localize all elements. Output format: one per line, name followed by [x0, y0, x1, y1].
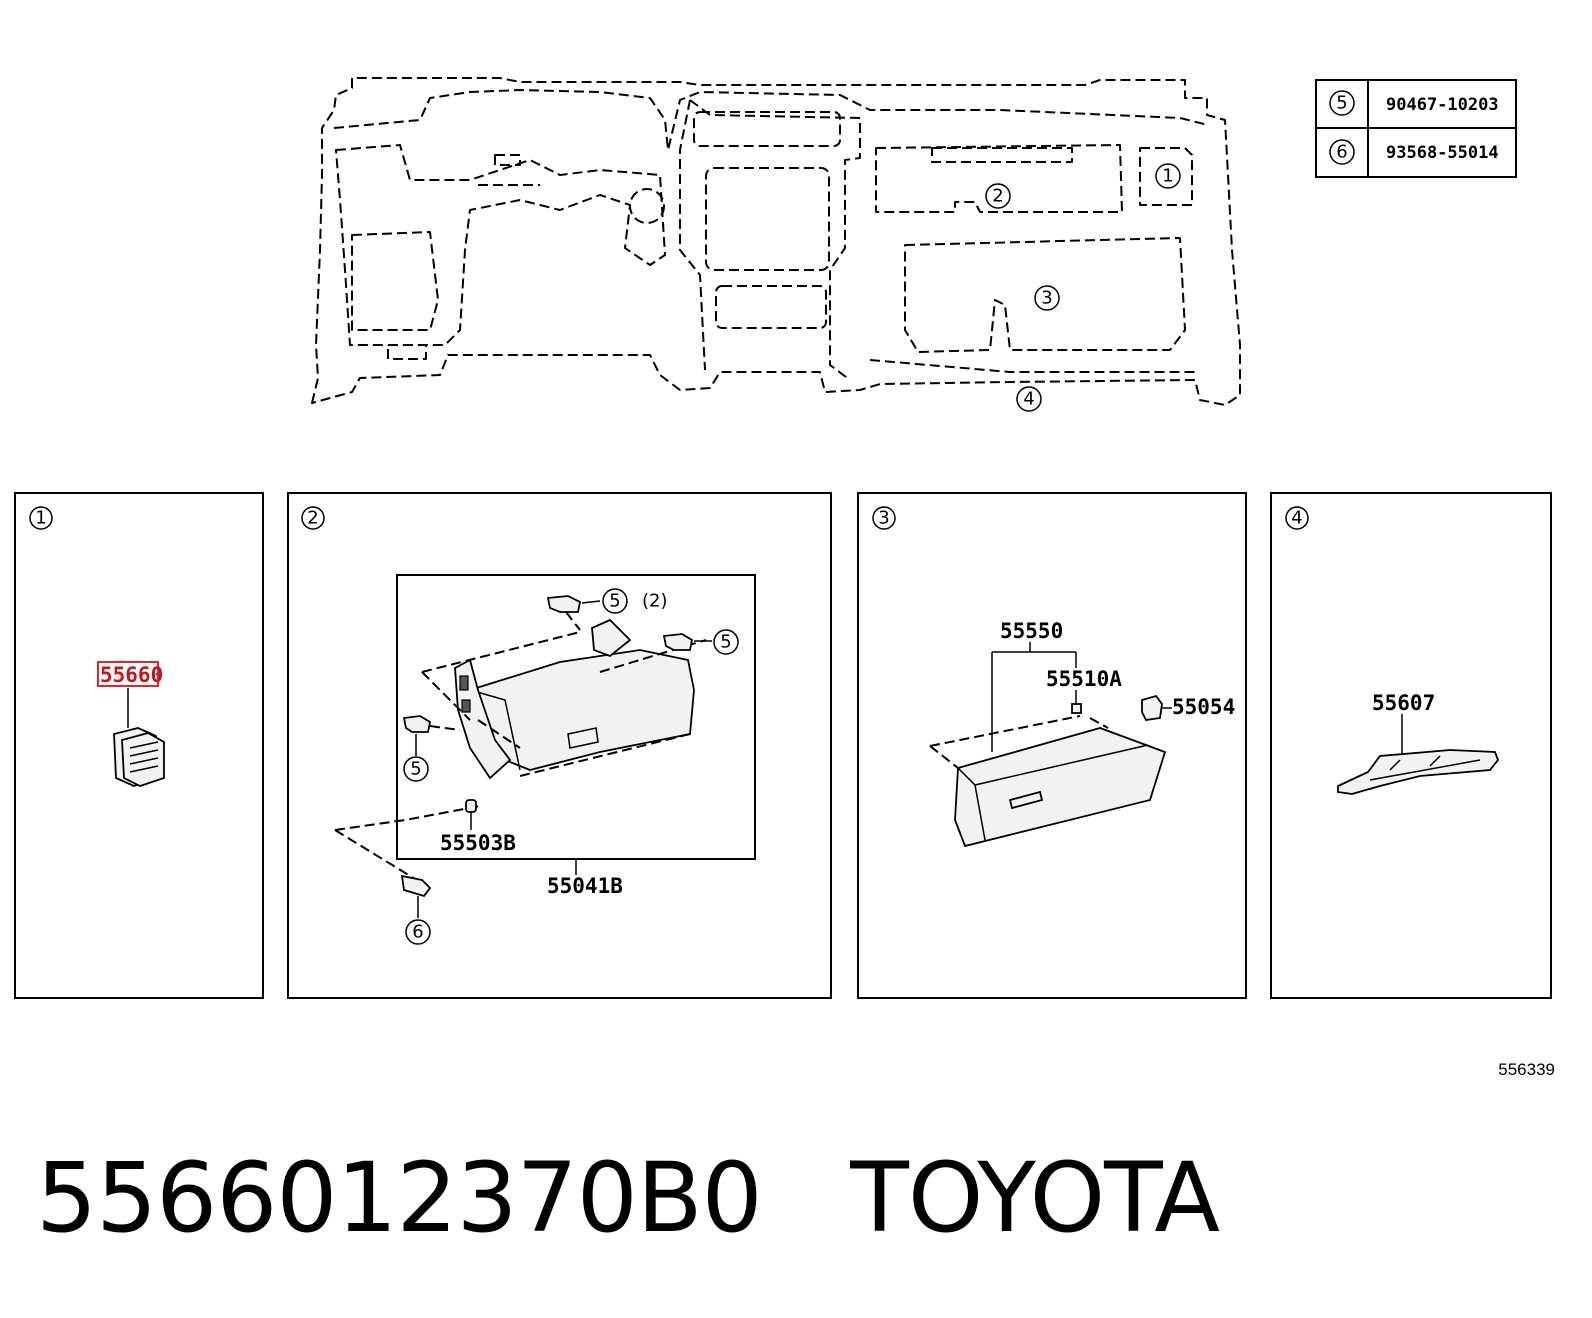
callout-6: 6 — [405, 919, 431, 945]
panel-number: 1 — [35, 508, 46, 529]
fastener-table: 5 90467-10203 6 93568-55014 — [1315, 79, 1517, 178]
panel-4: 4 55607 — [1270, 492, 1552, 999]
part-label-55550[interactable]: 55550 — [1000, 619, 1063, 643]
callout-5-qty: 5 (2) — [602, 588, 668, 614]
brand-name: TOYOTA — [850, 1142, 1220, 1254]
svg-text:6: 6 — [1336, 142, 1347, 163]
screw-part-icon — [400, 874, 432, 918]
footer-title: 5566012370B0 TOYOTA — [36, 1150, 1220, 1246]
part-number: 5566012370B0 — [36, 1142, 763, 1254]
overview-marker-1: 1 — [1155, 163, 1181, 189]
part-label-55660[interactable]: 55660 — [100, 663, 163, 687]
panel-2: 2 5 (2) — [287, 492, 832, 999]
panel-number: 2 — [307, 508, 318, 529]
svg-text:5: 5 — [1336, 93, 1347, 114]
svg-text:5: 5 — [720, 632, 731, 653]
stopper-part-icon — [465, 799, 477, 830]
air-register-part-icon — [113, 727, 165, 787]
callout-5: 5 — [713, 629, 739, 655]
part-label-55041B[interactable]: 55041B — [547, 874, 623, 898]
fastener-row-5: 5 90467-10203 — [1329, 90, 1499, 116]
clip-part-icon — [662, 633, 712, 651]
part-label-55503B[interactable]: 55503B — [440, 831, 516, 855]
svg-text:5: 5 — [609, 591, 620, 612]
diagram-reference-number: 556339 — [1498, 1060, 1555, 1079]
callout-5: 5 — [403, 756, 429, 782]
fastener-part-number: 90467-10203 — [1386, 95, 1499, 115]
svg-text:3: 3 — [1041, 288, 1052, 309]
svg-text:2: 2 — [992, 186, 1003, 207]
overview-marker-4: 4 — [1016, 386, 1042, 412]
panel-3: 3 55550 55510A 55054 — [857, 492, 1247, 999]
glove-box-part-icon — [954, 727, 1167, 848]
instrument-panel-overview: 1 2 3 4 — [311, 77, 1241, 412]
highlight-box — [97, 661, 159, 687]
overview-marker-3: 3 — [1034, 285, 1060, 311]
panel-number: 4 — [1291, 508, 1302, 529]
reinforcement-part-icon — [1337, 749, 1500, 795]
glove-box-door-part-icon — [454, 618, 695, 780]
svg-text:4: 4 — [1023, 389, 1034, 410]
svg-text:6: 6 — [412, 922, 423, 943]
overview-marker-2: 2 — [985, 183, 1011, 209]
svg-text:5: 5 — [410, 759, 421, 780]
fastener-row-6: 6 93568-55014 — [1329, 139, 1499, 165]
panel-1: 1 55660 — [14, 492, 264, 999]
svg-text:(2): (2) — [642, 591, 668, 612]
fastener-part-number: 93568-55014 — [1386, 143, 1499, 163]
clip-part-icon — [402, 715, 432, 756]
damper-part-icon — [1141, 694, 1172, 721]
part-label-55054[interactable]: 55054 — [1172, 695, 1235, 719]
footer-separator — [762, 1142, 851, 1254]
clip-part-icon — [546, 595, 601, 613]
svg-text:1: 1 — [1162, 166, 1173, 187]
panel-number: 3 — [878, 508, 889, 529]
part-label-55607[interactable]: 55607 — [1372, 691, 1435, 715]
part-label-55510A[interactable]: 55510A — [1046, 667, 1122, 691]
